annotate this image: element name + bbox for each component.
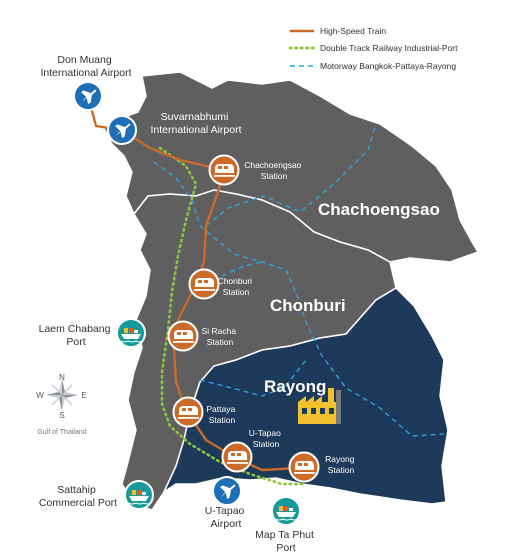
legend-double-track-label: Double Track Railway Industrial-Port	[320, 43, 458, 53]
ship-icon[interactable]	[124, 480, 154, 510]
ship-icon[interactable]	[271, 496, 301, 526]
train-icon[interactable]	[172, 396, 204, 428]
airplane-icon[interactable]	[107, 115, 137, 145]
compass-s: S	[59, 411, 64, 420]
factory-icon	[298, 388, 341, 424]
station-label-lat-krabang: Lat Krabang Station	[60, 149, 109, 170]
station-label-chonburi: Chonburi Station	[218, 276, 255, 297]
port-label-sattahip: Sattahip Commercial Port	[39, 484, 117, 509]
port-label-map-ta-phut: Map Ta Phut Port	[255, 529, 317, 554]
compass-e: E	[81, 391, 86, 400]
train-icon[interactable]	[221, 441, 253, 473]
airport-label-u-tapao: U-Tapao Airport	[205, 505, 248, 530]
province-label-chachoengsao: Chachoengsao	[318, 200, 440, 219]
train-icon[interactable]	[167, 320, 199, 352]
province-label-chonburi: Chonburi	[270, 296, 346, 315]
legend-high-speed-label: High-Speed Train	[320, 26, 386, 36]
double-track-railway-route	[158, 146, 306, 486]
ship-icon[interactable]	[116, 318, 146, 348]
station-label-si-racha: Si Racha Station	[202, 326, 239, 347]
station-label-u-tapao: U-Tapao Station	[249, 428, 284, 449]
station-label-rayong: Rayong Station	[325, 454, 357, 475]
airport-label-suvarnabhumi: Suvarnabhumi International Airport	[150, 111, 241, 136]
train-icon[interactable]	[188, 268, 220, 300]
station-label-chachoengsao: Chachoengsao Station	[244, 160, 304, 181]
airplane-icon[interactable]	[212, 476, 242, 506]
legend-motorway-label: Motorway Bangkok-Pattaya-Rayong	[320, 61, 456, 71]
train-icon[interactable]	[208, 154, 240, 186]
motorway-route	[153, 123, 445, 437]
gulf-of-thailand-label: Gulf of Thailand	[37, 429, 86, 436]
compass-n: N	[59, 373, 65, 382]
legend: High-Speed Train Double Track Railway In…	[288, 26, 458, 71]
station-label-pattaya: Pattaya Station	[206, 404, 237, 425]
train-icon[interactable]	[288, 451, 320, 483]
airplane-icon[interactable]	[73, 81, 103, 111]
compass-rose-icon	[46, 379, 78, 411]
province-label-rayong: Rayong	[264, 377, 326, 396]
compass-w: W	[36, 391, 44, 400]
port-label-laem-chabang: Laem Chabang Port	[39, 323, 114, 348]
airport-label-don-muang: Don Muang International Airport	[40, 54, 131, 79]
